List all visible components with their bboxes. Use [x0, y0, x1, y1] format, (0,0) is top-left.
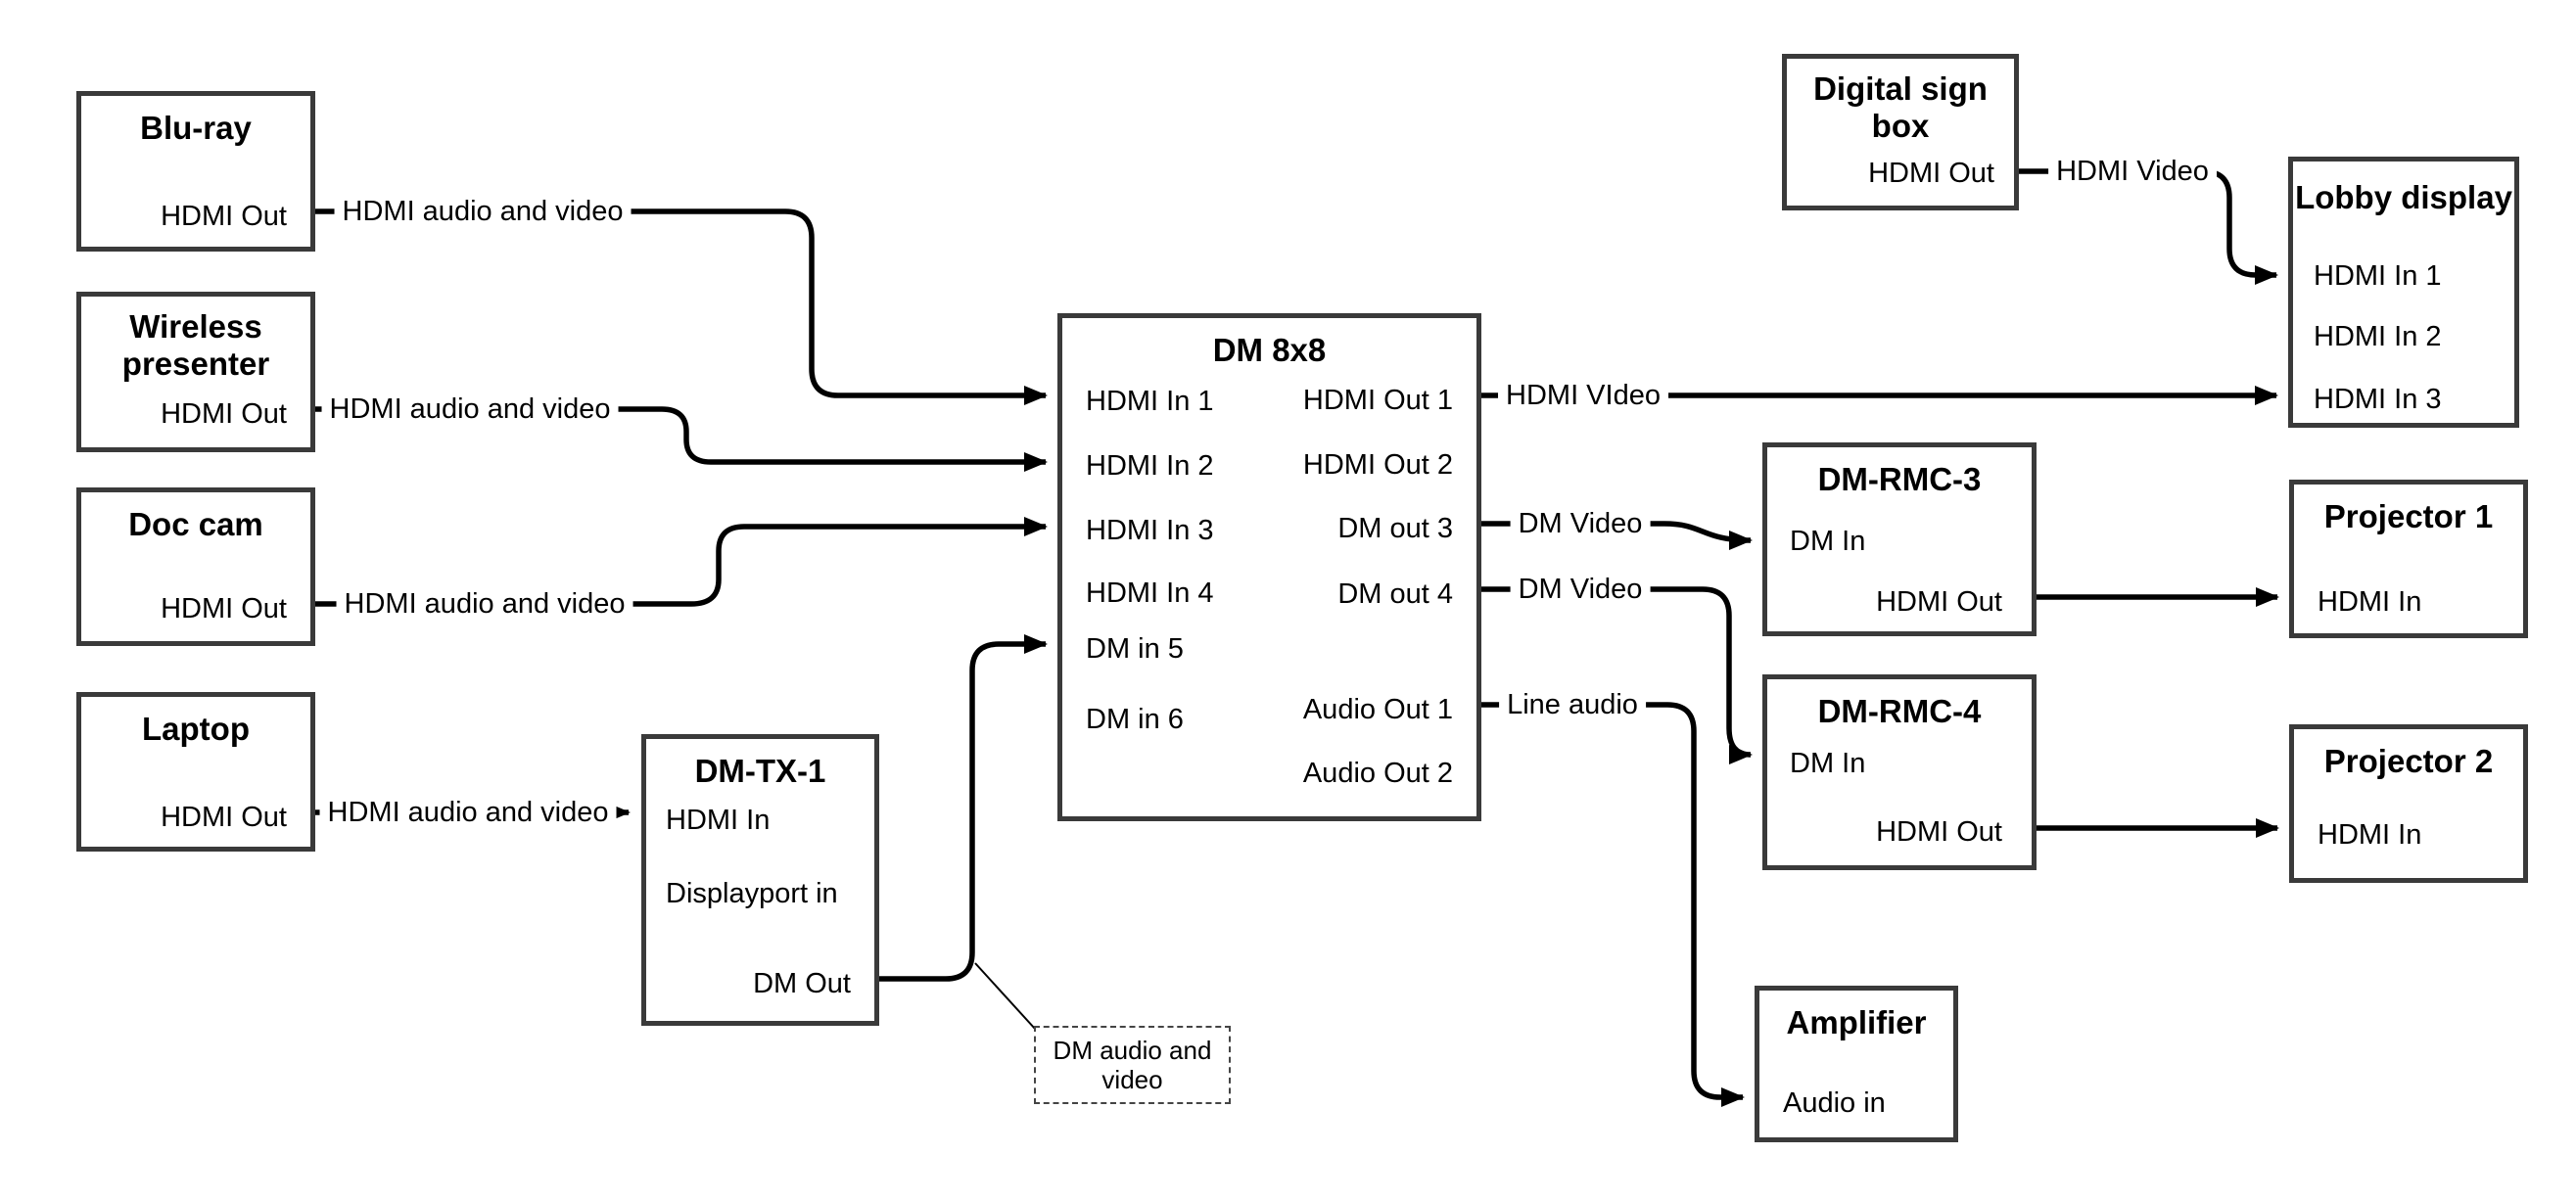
edge-label-hdmi-video-sign: HDMI Video	[2048, 156, 2217, 187]
edge-label-doccam: HDMI audio and video	[336, 588, 633, 620]
connection-dm8x8-out4-to-rmc4	[1481, 586, 1753, 764]
port-laptop-hdmi-out: HDMI Out	[161, 802, 287, 833]
node-title: Wireless presenter	[121, 308, 270, 382]
note-dm-audio-and-video: DM audio and video	[1034, 1026, 1231, 1104]
port-dm8x8-audio-out-1: Audio Out 1	[1302, 694, 1453, 725]
port-rmc4-hdmi-out: HDMI Out	[1876, 816, 2002, 848]
port-dm8x8-hdmi-in-2: HDMI In 2	[1086, 450, 1214, 482]
port-dmtx1-dm-out: DM Out	[753, 968, 851, 999]
node-title: Blu-ray	[140, 110, 252, 146]
edge-label-wireless: HDMI audio and video	[321, 393, 619, 425]
node-title: DM-RMC-3	[1817, 461, 1982, 497]
edge-label-laptop: HDMI audio and video	[319, 797, 617, 828]
port-dm8x8-hdmi-in-4: HDMI In 4	[1086, 577, 1214, 609]
node-title: Doc cam	[128, 506, 263, 542]
node-dm-tx-1: DM-TX-1 HDMI In Displayport in DM Out	[641, 734, 879, 1026]
port-lobby-hdmi-in-2: HDMI In 2	[2314, 321, 2442, 352]
port-rmc4-dm-in: DM In	[1790, 748, 1866, 779]
port-dm8x8-hdmi-in-3: HDMI In 3	[1086, 515, 1214, 546]
node-projector-2: Projector 2 HDMI In	[2289, 724, 2528, 883]
connection-doccam-to-dm8x8-in3	[315, 517, 1048, 607]
port-proj2-hdmi-in: HDMI In	[2318, 819, 2422, 851]
connection-wireless-to-dm8x8-in2	[315, 406, 1048, 472]
node-dm-rmc-3: DM-RMC-3 DM In HDMI Out	[1762, 442, 2037, 636]
port-dmtx1-hdmi-in: HDMI In	[666, 805, 771, 836]
node-laptop: Laptop HDMI Out	[76, 692, 315, 852]
node-title: Projector 1	[2323, 498, 2494, 534]
port-doccam-hdmi-out: HDMI Out	[161, 593, 287, 624]
port-lobby-hdmi-in-3: HDMI In 3	[2314, 384, 2442, 415]
port-digitalsign-hdmi-out: HDMI Out	[1868, 158, 1994, 189]
node-dm-rmc-4: DM-RMC-4 DM In HDMI Out	[1762, 674, 2037, 870]
node-title: Digital sign box	[1813, 70, 1988, 144]
node-dm-8x8: DM 8x8 HDMI In 1 HDMI In 2 HDMI In 3 HDM…	[1057, 313, 1481, 821]
port-dm8x8-dm-out-4: DM out 4	[1337, 578, 1453, 610]
node-title: DM-TX-1	[694, 753, 826, 789]
port-dm8x8-hdmi-out-2: HDMI Out 2	[1302, 449, 1453, 481]
node-amplifier: Amplifier Audio in	[1755, 986, 1958, 1142]
port-dm8x8-dm-out-3: DM out 3	[1337, 513, 1453, 544]
port-amplifier-audio-in: Audio in	[1783, 1087, 1886, 1119]
node-doc-cam: Doc cam HDMI Out	[76, 487, 315, 646]
port-dmtx1-displayport-in: Displayport in	[666, 878, 838, 909]
node-lobby-display: Lobby display HDMI In 1 HDMI In 2 HDMI I…	[2288, 157, 2519, 428]
node-title: Amplifier	[1786, 1004, 1927, 1040]
edge-label-line-audio: Line audio	[1499, 689, 1646, 720]
edge-label-bluray: HDMI audio and video	[334, 196, 632, 227]
port-wireless-hdmi-out: HDMI Out	[161, 398, 287, 430]
node-wireless-presenter: Wireless presenter HDMI Out	[76, 292, 315, 452]
node-digital-sign-box: Digital sign box HDMI Out	[1782, 54, 2019, 210]
port-dm8x8-dm-in-6: DM in 6	[1086, 704, 1184, 735]
node-title: Lobby display	[2295, 179, 2512, 215]
connection-dmtx1-to-dm8x8-in5	[879, 634, 1048, 982]
port-lobby-hdmi-in-1: HDMI In 1	[2314, 260, 2442, 292]
node-title: Projector 2	[2323, 743, 2494, 779]
node-title: DM-RMC-4	[1817, 693, 1982, 729]
connection-dm8x8-aout1-to-amplifier	[1481, 702, 1745, 1107]
port-rmc3-dm-in: DM In	[1790, 526, 1866, 557]
port-dm8x8-audio-out-2: Audio Out 2	[1302, 758, 1453, 789]
note-callout-line	[974, 962, 1036, 1030]
edge-label-dm-video-out4: DM Video	[1510, 574, 1651, 605]
edge-label-dm-video-out3: DM Video	[1510, 508, 1651, 539]
connection-dm8x8-out3-to-rmc3	[1481, 521, 1753, 550]
port-proj1-hdmi-in: HDMI In	[2318, 586, 2422, 618]
node-bluray: Blu-ray HDMI Out	[76, 91, 315, 252]
node-title: Laptop	[142, 711, 250, 747]
port-dm8x8-hdmi-out-1: HDMI Out 1	[1302, 385, 1453, 416]
node-title: DM 8x8	[1212, 332, 1327, 368]
port-rmc3-hdmi-out: HDMI Out	[1876, 586, 2002, 618]
edge-label-hdmi-video-out1: HDMI VIdeo	[1498, 380, 1668, 411]
connection-bluray-to-dm8x8-in1	[315, 208, 1048, 405]
port-dm8x8-hdmi-in-1: HDMI In 1	[1086, 386, 1214, 417]
port-dm8x8-dm-in-5: DM in 5	[1086, 633, 1184, 665]
port-bluray-hdmi-out: HDMI Out	[161, 201, 287, 232]
node-projector-1: Projector 1 HDMI In	[2289, 480, 2528, 638]
